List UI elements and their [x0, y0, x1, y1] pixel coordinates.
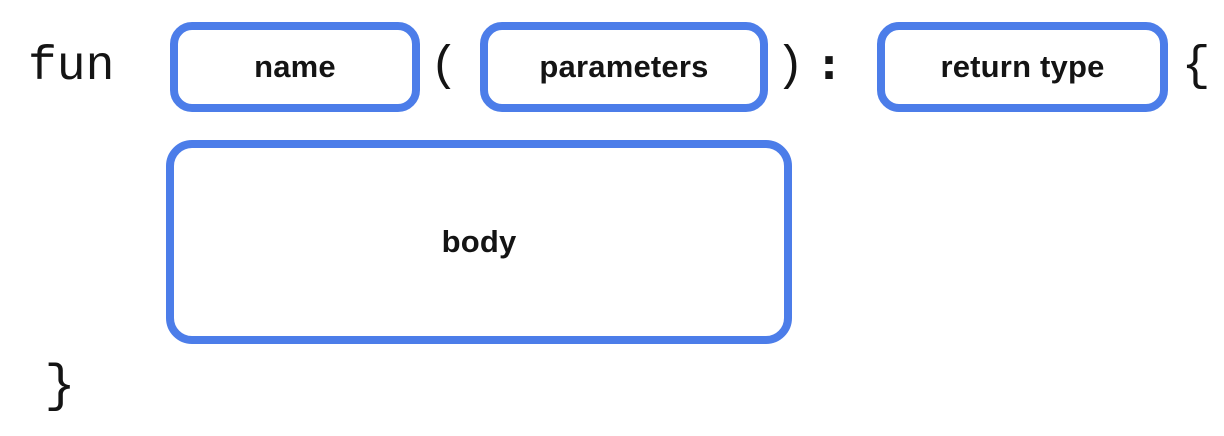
colon-token: :: [820, 40, 838, 89]
return-type-slot-box: return type: [877, 22, 1168, 112]
parameters-slot-label: parameters: [539, 49, 709, 84]
body-slot-label: body: [441, 224, 517, 259]
body-slot-box: body: [166, 140, 792, 344]
return-type-slot-label: return type: [940, 49, 1105, 84]
name-slot-box: name: [170, 22, 420, 112]
open-brace-token: {: [1181, 40, 1211, 94]
parameters-slot-box: parameters: [480, 22, 768, 112]
close-paren-token: ): [775, 40, 805, 94]
open-paren-token: (: [429, 40, 459, 94]
colon-token-wrap: :: [812, 22, 846, 112]
fun-keyword: fun: [28, 40, 115, 94]
name-slot-label: name: [254, 49, 336, 84]
close-brace-token: }: [44, 357, 76, 416]
